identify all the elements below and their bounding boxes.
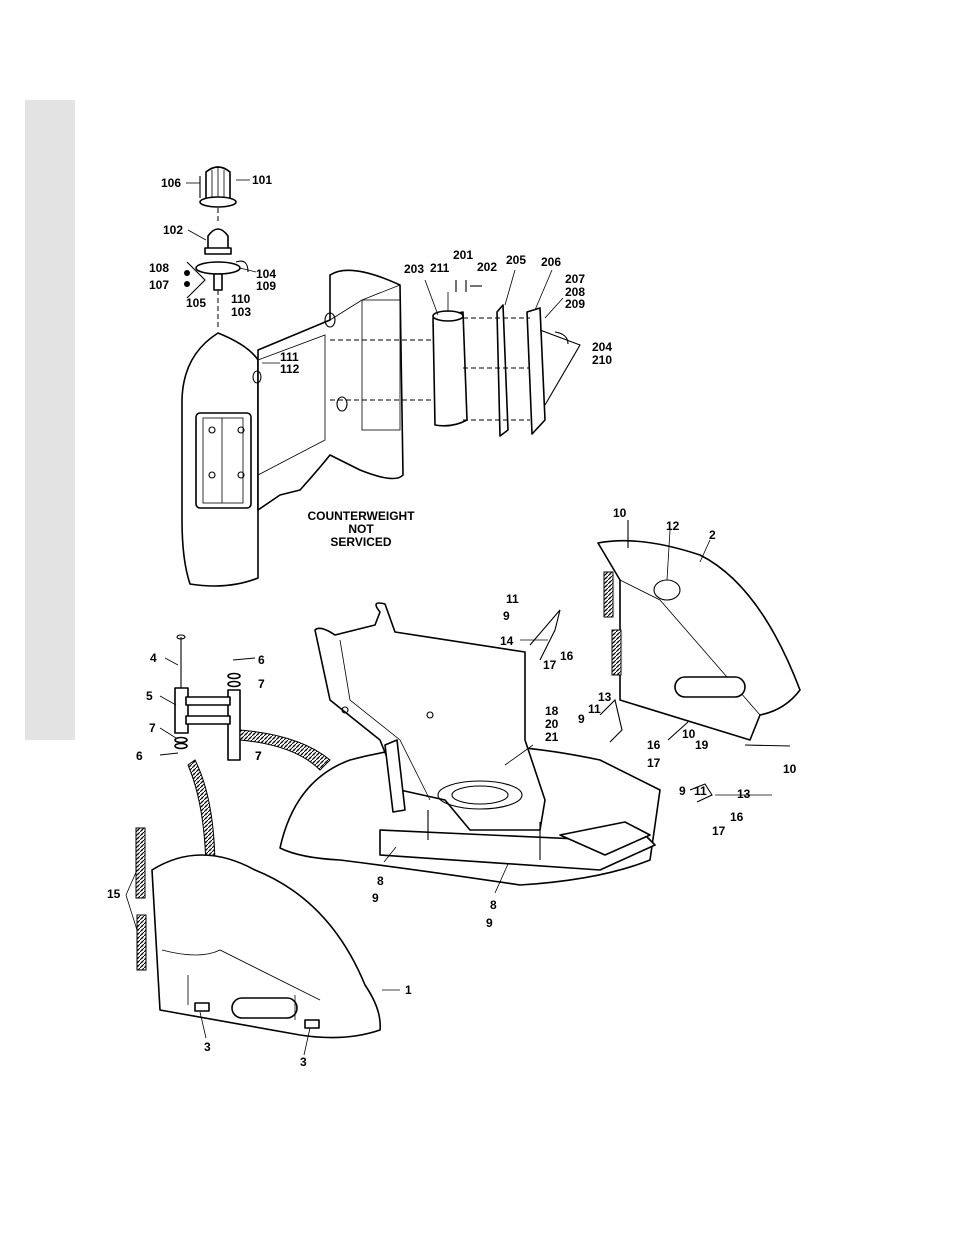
- callout: 10: [783, 762, 797, 776]
- callout: 16: [560, 649, 574, 663]
- counterweight-note: COUNTERWEIGHT NOT SERVICED: [307, 509, 415, 549]
- callout: 19: [695, 738, 709, 752]
- callout: 13: [737, 787, 751, 801]
- callout: 209: [565, 297, 585, 311]
- callout: 109: [256, 279, 276, 293]
- callout: 3: [300, 1055, 307, 1069]
- callout: 18: [545, 704, 559, 718]
- callout: 211: [430, 261, 450, 275]
- callout: 20: [545, 717, 559, 731]
- callout: 14: [500, 634, 514, 648]
- callout: 7: [258, 677, 265, 691]
- callout: 8: [377, 874, 384, 888]
- callout: 102: [163, 223, 183, 237]
- callout: 101: [252, 173, 272, 187]
- callout: 9: [578, 712, 585, 726]
- callout: 108: [149, 261, 169, 275]
- callout: 103: [231, 305, 251, 319]
- callout: 210: [592, 353, 612, 367]
- callout: 201: [453, 248, 473, 262]
- callout: 16: [647, 738, 661, 752]
- callout: 9: [372, 891, 379, 905]
- callout: 15: [107, 887, 121, 901]
- callout: 8: [490, 898, 497, 912]
- callout: 11: [694, 784, 707, 798]
- callout: 112: [280, 362, 300, 376]
- callout: 1: [405, 983, 412, 997]
- callout: 12: [666, 519, 680, 533]
- callout: 21: [545, 730, 559, 744]
- callout: 11: [588, 702, 601, 716]
- counterweight: [182, 270, 435, 586]
- callout: 17: [543, 658, 557, 672]
- callout: 6: [136, 749, 143, 763]
- right-fender: [598, 520, 800, 746]
- callout: 9: [679, 784, 686, 798]
- callout: 202: [477, 260, 497, 274]
- callout: 207: [565, 272, 585, 286]
- callout: 105: [186, 296, 206, 310]
- callout: 110: [231, 292, 251, 306]
- callout: 17: [647, 756, 661, 770]
- callout: 2: [709, 528, 716, 542]
- callout: 17: [712, 824, 726, 838]
- callout: 10: [682, 727, 696, 741]
- callout: 5: [146, 689, 153, 703]
- callout: 107: [149, 278, 169, 292]
- callout: 4: [150, 651, 157, 665]
- callout: 9: [503, 609, 510, 623]
- callout: 6: [258, 653, 265, 667]
- callout: 9: [486, 916, 493, 930]
- note-line-2: NOT: [348, 522, 374, 536]
- note-line-3: SERVICED: [330, 535, 391, 549]
- callout: 7: [149, 721, 156, 735]
- note-line-1: COUNTERWEIGHT: [307, 509, 415, 523]
- callout: 3: [204, 1040, 211, 1054]
- callout: 16: [730, 810, 744, 824]
- callout: 206: [541, 255, 561, 269]
- callout: 204: [592, 340, 612, 354]
- callout: 203: [404, 262, 424, 276]
- callout: 10: [613, 506, 627, 520]
- callout: 106: [161, 176, 181, 190]
- callout: 205: [506, 253, 526, 267]
- callout: 7: [255, 749, 262, 763]
- callout: 11: [506, 592, 519, 606]
